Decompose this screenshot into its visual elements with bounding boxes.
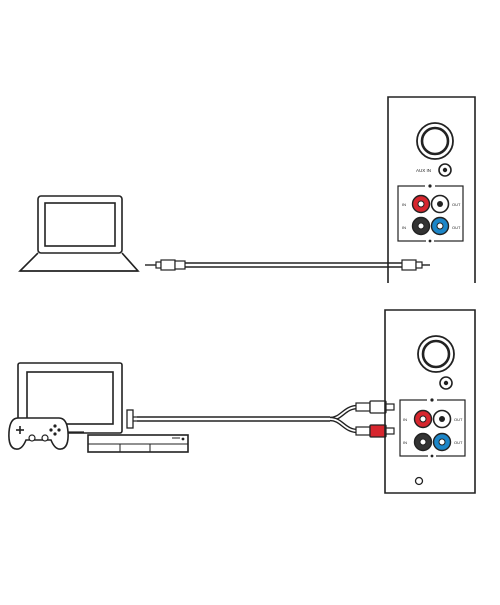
rca-jack-blue[interactable] (432, 432, 452, 452)
aux-in-jack[interactable] (439, 376, 453, 390)
rca-jack-white[interactable] (432, 409, 452, 429)
rca-jack-red[interactable] (413, 409, 433, 429)
jack-label: IN (402, 202, 406, 207)
rca-jack-blue[interactable] (430, 216, 450, 236)
gamepad-icon (8, 417, 84, 450)
game-console-icon (87, 434, 189, 453)
rca-jack-red[interactable] (411, 194, 431, 214)
rca-plug-white (355, 400, 395, 414)
laptop-icon (18, 195, 140, 272)
jack-label: OUT (454, 440, 463, 445)
volume-knob[interactable] (417, 335, 455, 373)
rca-panel (397, 185, 464, 242)
rca-jack-black[interactable] (413, 432, 433, 452)
jack-label: IN (403, 440, 407, 445)
jack-label: IN (403, 417, 407, 422)
aux-cable-icon (145, 259, 430, 271)
speaker-bottom: IN IN OUT OUT (384, 309, 476, 494)
jack-label: OUT (452, 225, 461, 230)
rca-cable-icon (126, 400, 395, 438)
rca-plug-red (355, 424, 395, 438)
rca-jack-black[interactable] (411, 216, 431, 236)
jack-label: OUT (452, 202, 461, 207)
aux-in-jack[interactable] (438, 163, 452, 177)
jack-label: OUT (454, 417, 463, 422)
speaker-port (414, 476, 424, 486)
volume-knob[interactable] (416, 122, 454, 160)
rca-panel (399, 399, 466, 457)
tv-icon (17, 362, 123, 434)
jack-label: IN (402, 225, 406, 230)
aux-in-label: AUX IN (416, 168, 431, 173)
rca-jack-white[interactable] (430, 194, 450, 214)
speaker-top: AUX IN IN IN OUT OUT (387, 96, 476, 283)
